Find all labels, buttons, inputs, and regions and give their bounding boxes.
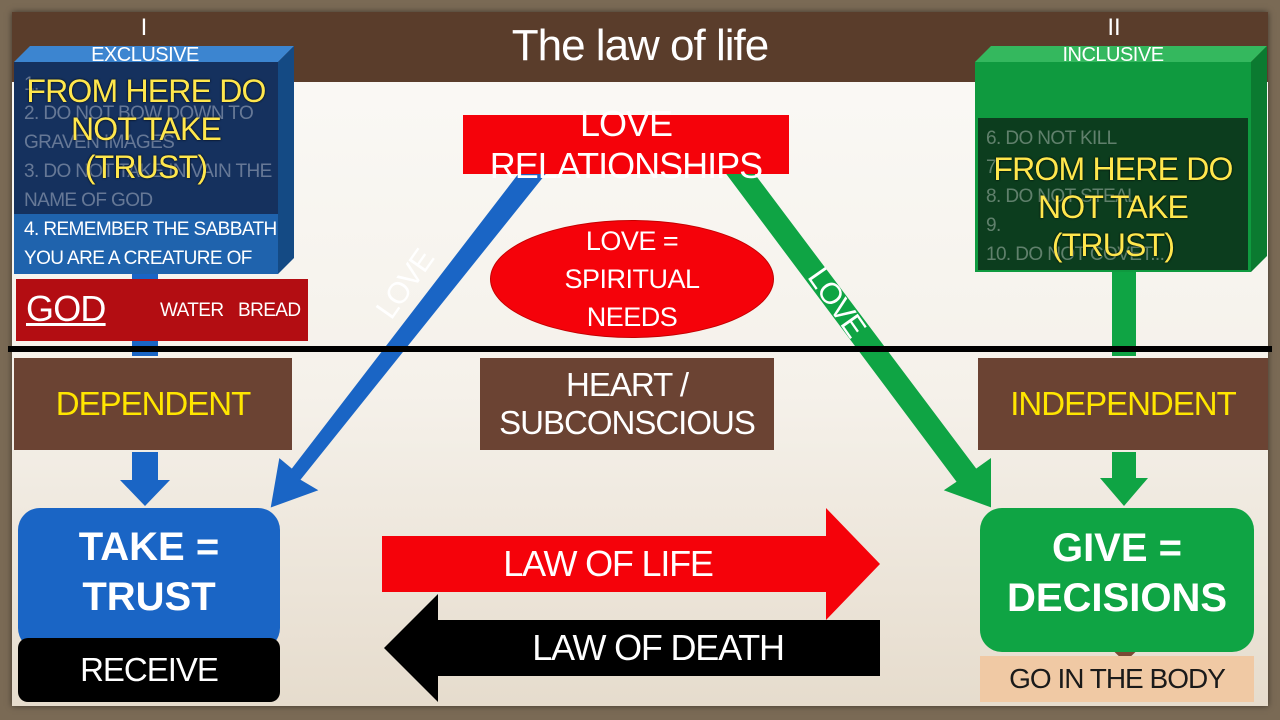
ellipse-line: NEEDS <box>586 302 678 332</box>
left-cube-side <box>278 46 294 274</box>
go-in-body-box: GO IN THE BODY <box>980 656 1254 702</box>
left-commands-list: 1. 2. DO NOT BOW DOWN TO GRAVEN IMAGES 3… <box>24 70 284 302</box>
love-relationships-box: LOVE RELATIONSHIPS <box>463 103 789 186</box>
law-of-death-label: LAW OF DEATH <box>532 627 785 668</box>
right-down-arrowhead <box>1100 478 1148 506</box>
bread-label: BREAD <box>238 300 301 321</box>
command-item: 1. <box>24 74 39 95</box>
give-decisions-box: GIVE = DECISIONS <box>980 508 1254 652</box>
command-item: 4. REMEMBER THE SABBATH <box>24 219 277 240</box>
left-down-arrowhead <box>120 480 170 506</box>
give-line: DECISIONS <box>1006 576 1228 620</box>
law-of-life-label: LAW OF LIFE <box>503 543 714 584</box>
give-line: GIVE = <box>1051 526 1183 570</box>
dependent-label: DEPENDENT <box>55 385 252 422</box>
right-vertical-connector <box>1112 272 1136 356</box>
slide-title: The law of life <box>511 21 769 70</box>
command-item: 3. DO NOT TAKE IN VAIN THE <box>24 161 272 182</box>
overlay-line: FROM HERE DO <box>993 151 1233 187</box>
command-item: 7. <box>986 157 1001 178</box>
numeral-one: I <box>140 14 148 41</box>
divider-line <box>8 346 1272 352</box>
command-item: 2. DO NOT BOW DOWN TO <box>24 103 254 124</box>
overlay-line: (TRUST) <box>84 149 208 185</box>
law-of-life-arrow <box>382 508 880 620</box>
right-cube-side <box>1251 46 1267 272</box>
ellipse-line: LOVE = <box>585 226 679 256</box>
left-cube-commands-area <box>14 62 278 214</box>
command-item: GRAVEN IMAGES <box>24 132 175 153</box>
command-item: NAME OF GOD <box>24 190 153 211</box>
take-line: TAKE = <box>78 525 220 569</box>
command-item: 8. DO NOT STEAL <box>986 186 1138 207</box>
take-line: TRUST <box>82 575 216 619</box>
overlay-line: NOT TAKE (TRUST) <box>1037 189 1189 263</box>
god-label: GOD <box>26 288 106 329</box>
independent-box: INDEPENDENT <box>978 358 1268 450</box>
heart-line: SUBCONSCIOUS <box>499 404 756 441</box>
dependent-box: DEPENDENT <box>14 358 292 450</box>
numeral-two: II <box>1107 14 1121 41</box>
inclusive-label: INCLUSIVE <box>1062 43 1164 66</box>
right-cube-top <box>975 46 1267 62</box>
receive-box: RECEIVE <box>18 638 280 702</box>
overlay-line: NOT TAKE <box>70 111 222 147</box>
left-love-arrow <box>270 171 549 508</box>
heart-box: HEART / SUBCONSCIOUS <box>480 358 774 450</box>
heart-line: HEART / <box>566 366 689 403</box>
left-down-stem <box>132 452 158 482</box>
independent-label: INDEPENDENT <box>1010 385 1237 422</box>
take-trust-box: TAKE = TRUST <box>18 508 280 650</box>
water-label: WATER <box>160 300 224 321</box>
right-down-stem <box>1112 452 1136 480</box>
exclusive-label: EXCLUSIVE <box>91 43 199 66</box>
right-overlay-text: FROM HERE DO NOT TAKE (TRUST) <box>978 150 1248 264</box>
command-item: 10. DO NOT COVET... <box>986 244 1165 265</box>
overlay-line: FROM HERE DO <box>26 73 266 109</box>
ellipse-line: SPIRITUAL <box>564 264 700 294</box>
right-love-arrow <box>724 171 991 508</box>
command-item: 6. DO NOT KILL <box>986 128 1117 149</box>
command-item: 9. <box>986 215 1001 236</box>
left-overlay-text: FROM HERE DO NOT TAKE (TRUST) <box>14 72 278 186</box>
god-bar <box>16 279 308 341</box>
right-cube-commands-area <box>978 118 1248 270</box>
right-commands-list: 6. DO NOT KILL 7. 8. DO NOT STEAL 9. 10.… <box>986 124 1246 269</box>
law-of-death-arrow <box>384 594 880 702</box>
left-cube-top <box>14 46 294 62</box>
spiritual-needs-ellipse: LOVE = SPIRITUAL NEEDS <box>490 220 774 338</box>
